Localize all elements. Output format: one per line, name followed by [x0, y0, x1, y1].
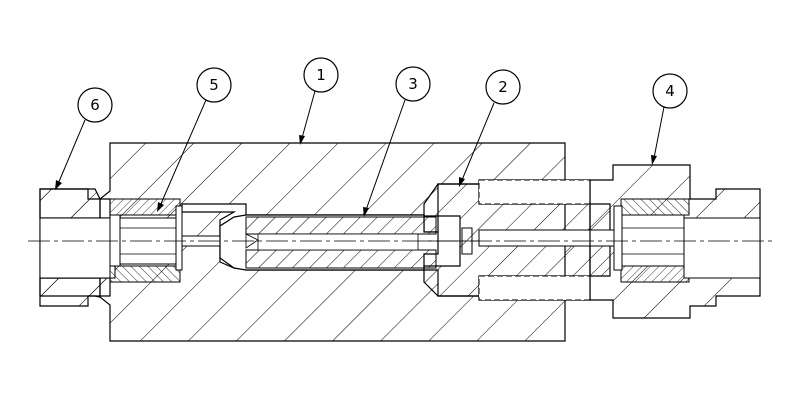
callout-5: 5: [157, 67, 232, 212]
left-gland-part-5: [109, 198, 183, 283]
callout-label-1: 1: [316, 66, 326, 84]
callout-label-6: 6: [90, 96, 100, 114]
callout-2: 2: [459, 69, 521, 187]
cartridge-part-3: [219, 214, 480, 271]
callout-4: 4: [651, 73, 688, 165]
callout-1: 1: [299, 57, 339, 145]
callout-6: 6: [55, 87, 113, 190]
left-nut-part-6: [39, 188, 116, 307]
callout-label-2: 2: [498, 78, 508, 96]
callout-label-4: 4: [665, 82, 675, 100]
seat-part-2: [423, 179, 615, 301]
callout-3: 3: [363, 66, 431, 217]
right-nut-part-4: [589, 164, 761, 319]
callout-label-5: 5: [209, 76, 219, 94]
callout-label-3: 3: [408, 75, 418, 93]
